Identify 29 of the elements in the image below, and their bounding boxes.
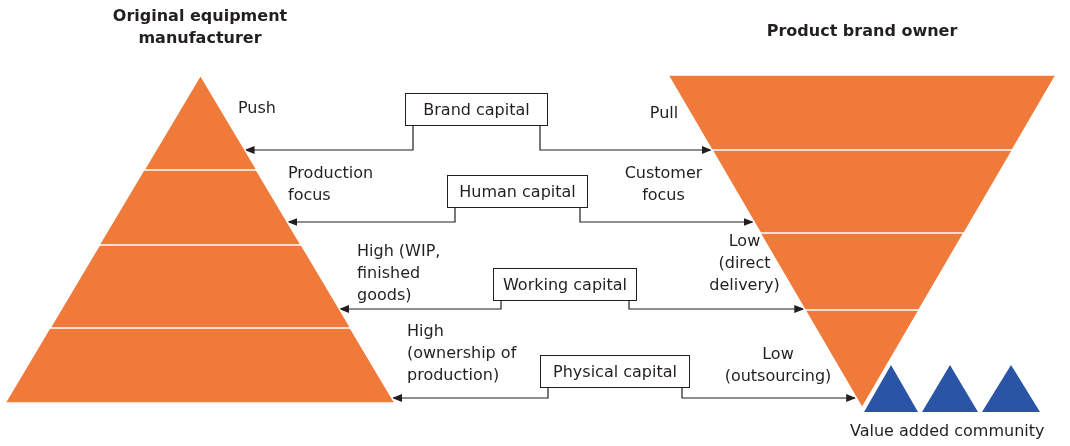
pyramid-layer (711, 150, 1013, 233)
edge-label: Pull (648, 102, 680, 124)
arrow (392, 387, 549, 402)
arrow (628, 300, 805, 313)
arrow (287, 207, 456, 226)
caption-text: Value added community (850, 420, 1045, 442)
community-triangle (922, 365, 978, 412)
pyramid-layer (49, 245, 351, 328)
arrow (681, 387, 857, 402)
heading: Product brand owner (765, 20, 959, 42)
edge-label: Low (direct delivery) (708, 230, 781, 296)
arrow (244, 125, 414, 154)
capital-box: Working capital (493, 268, 637, 301)
community-triangle (982, 365, 1040, 412)
edge-label: Low (outsourcing) (723, 343, 833, 387)
edge-label: Push (238, 97, 277, 119)
edge-label: Customer focus (623, 162, 704, 206)
capital-box: Brand capital (405, 93, 548, 126)
edge-label: High (ownership of production) (407, 320, 518, 386)
edge-label: High (WIP, finished goods) (357, 240, 442, 306)
capital-box: Physical capital (540, 355, 690, 388)
arrow (539, 125, 712, 154)
community-triangle (864, 365, 918, 412)
edge-label: Production focus (288, 162, 375, 206)
pyramid-layer (5, 328, 395, 403)
arrow (579, 207, 754, 226)
arrow (339, 300, 502, 313)
heading: Original equipment manufacturer (111, 5, 289, 49)
capital-box: Human capital (447, 175, 588, 208)
